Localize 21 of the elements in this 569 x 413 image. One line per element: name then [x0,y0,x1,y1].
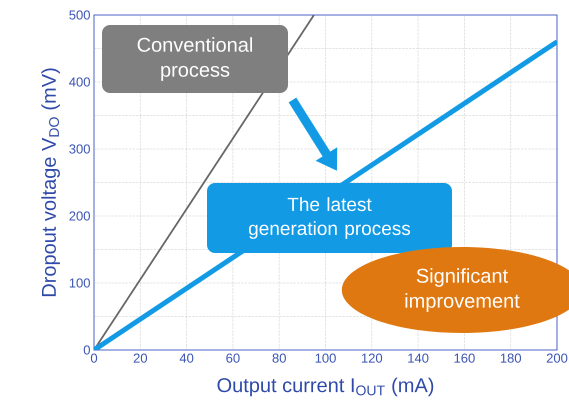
x-tick-label: 40 [180,354,194,363]
x-tick-label: 20 [134,354,148,363]
x-tick-label: 180 [500,354,522,363]
y-tick-label: 0 [84,345,90,355]
x-tick-label: 200 [546,354,568,363]
x-tick-label: 100 [316,354,336,363]
x-tick-label: 140 [408,354,428,363]
y-tick-label: 300 [69,144,90,154]
x-tick-label: 60 [226,354,240,363]
y-axis-title: Dropout voltage V$_{DO}$ (mV) [41,68,60,296]
y-tick-label: 200 [69,211,90,221]
x-axis-title: Output current I$_{OUT}$ (mA) [218,378,434,396]
y-tick-label: 100 [70,278,90,288]
x-tick-label: 160 [454,354,475,363]
x-tick-label: 120 [362,354,382,363]
label-box: Conventional process [102,25,288,93]
y-tick-label: 400 [69,77,90,87]
y-tick-label: 500 [69,10,90,20]
label-box: The latest generation process [207,183,452,253]
x-tick-label: 0 [90,354,98,363]
x-tick-label: 80 [272,354,286,363]
